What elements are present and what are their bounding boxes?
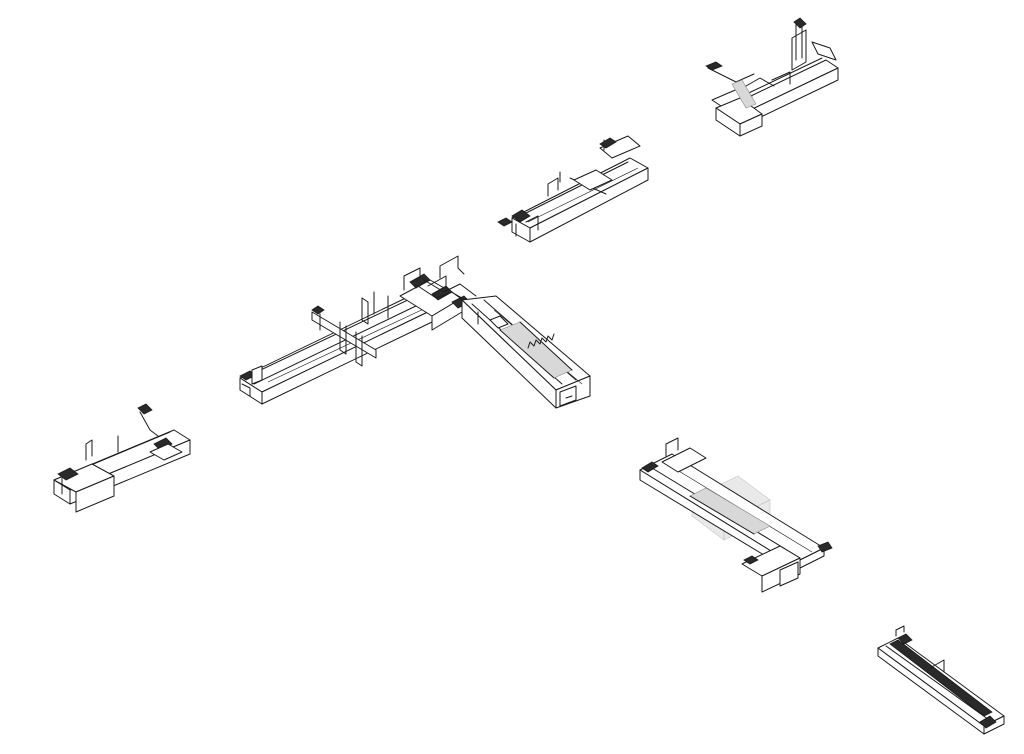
left-small-assembly (53, 403, 191, 513)
top-right-assembly (705, 17, 839, 137)
main-l-shaped-assembly (239, 255, 591, 409)
bottom-right-beam (877, 625, 1005, 735)
upper-middle-assembly (497, 135, 649, 243)
lower-right-assembly (639, 437, 833, 593)
